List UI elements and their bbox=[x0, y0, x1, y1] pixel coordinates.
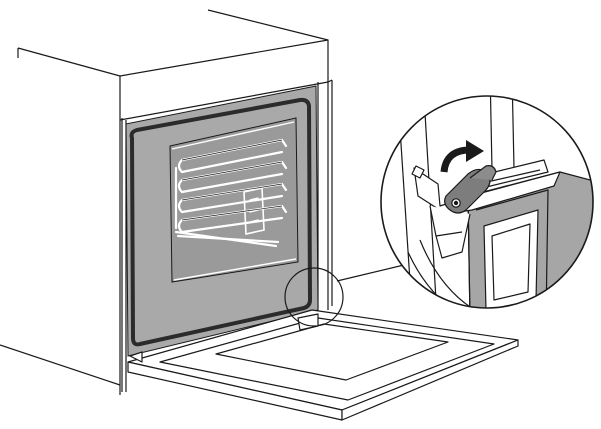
hinge-lever bbox=[444, 165, 497, 214]
open-oven-door bbox=[127, 309, 519, 421]
hinge-highlight-circle bbox=[284, 263, 409, 327]
door-gasket bbox=[129, 97, 312, 347]
curved-arrow-clockwise-icon bbox=[440, 140, 484, 173]
oven-housing bbox=[0, 9, 333, 395]
oven-cavity bbox=[125, 85, 319, 357]
hinge-detail-magnifier bbox=[380, 95, 594, 309]
